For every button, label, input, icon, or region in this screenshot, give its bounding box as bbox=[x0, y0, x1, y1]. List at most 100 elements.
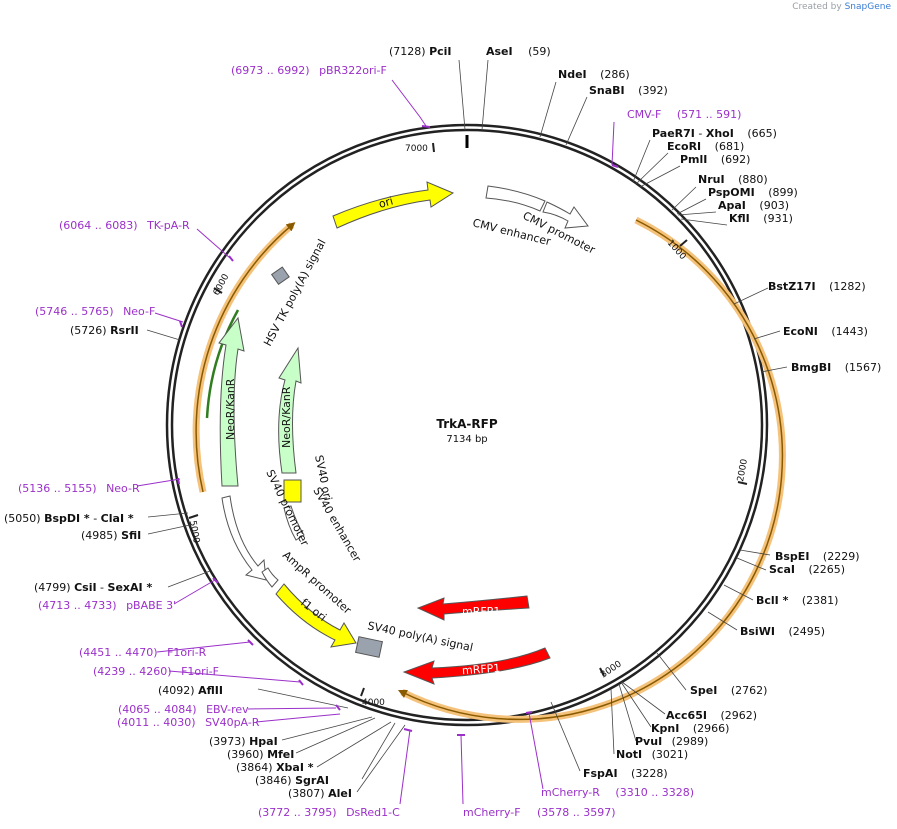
site-pspomi[interactable]: PspOMI (899) bbox=[708, 186, 798, 199]
site-apai[interactable]: ApaI (903) bbox=[718, 199, 789, 212]
site-scai[interactable]: ScaI (2265) bbox=[769, 563, 845, 576]
site-ndei[interactable]: NdeI (286) bbox=[558, 68, 630, 81]
primer-pbabe3[interactable]: (4713 .. 4733) pBABE 3' bbox=[38, 599, 176, 612]
primer-neo-r[interactable]: (5136 .. 5155) Neo-R bbox=[18, 482, 140, 495]
tick-1000 bbox=[679, 239, 688, 247]
site-sfii[interactable]: (4985) SfiI bbox=[81, 529, 141, 542]
mrfp1-label-bottom: mRFP1 bbox=[462, 662, 501, 678]
tick-3000 bbox=[599, 667, 605, 677]
site-hpai[interactable]: (3973) HpaI bbox=[209, 735, 278, 748]
site-acc65i[interactable]: Acc65I (2962) bbox=[666, 709, 757, 722]
tick-label-7000: 7000 bbox=[405, 144, 428, 154]
site-bspei[interactable]: BspEI (2229) bbox=[775, 550, 860, 563]
mrfp1-label-top: mRFP1 bbox=[462, 605, 500, 618]
orf-arc-left bbox=[192, 222, 295, 493]
tick-6000 bbox=[213, 287, 223, 294]
primer-mark-cmvf bbox=[611, 164, 619, 168]
primer-f1ori-r[interactable]: (4451 .. 4470) F1ori-R bbox=[79, 646, 207, 659]
site-rsrii[interactable]: (5726) RsrII bbox=[70, 324, 139, 337]
ampr-promoter-arrow[interactable] bbox=[261, 567, 279, 588]
orf-arc-left-core bbox=[195, 222, 296, 493]
sv40-enhancer-label: SV40 enhancer bbox=[310, 485, 363, 564]
primer-ebv-rev[interactable]: (4065 .. 4084) EBV-rev bbox=[118, 703, 249, 716]
primer-mark-f1orir bbox=[247, 639, 254, 646]
primer-mark-dsred bbox=[403, 728, 413, 732]
site-mfei[interactable]: (3960) MfeI bbox=[227, 748, 294, 761]
sv40-polya-label: SV40 poly(A) signal bbox=[366, 619, 474, 654]
site-ecori[interactable]: EcoRI (681) bbox=[667, 140, 744, 153]
site-xbai[interactable]: (3864) XbaI * bbox=[236, 761, 314, 774]
primer-mark-tkpar bbox=[228, 255, 234, 262]
cmv-enhancer-arrow[interactable] bbox=[485, 185, 546, 212]
sv40-promoter-arrow[interactable] bbox=[221, 495, 267, 581]
primer-mark-pbabe bbox=[212, 577, 219, 584]
site-csii-sexai[interactable]: (4799) CsiI - SexAI * bbox=[34, 581, 152, 594]
backbone-outer-ring bbox=[165, 123, 769, 727]
primer-mark-ebv bbox=[335, 704, 341, 711]
orf-arc-right-core bbox=[397, 219, 784, 721]
f1-ori-arrow[interactable] bbox=[275, 583, 357, 648]
site-alei[interactable]: (3807) AleI bbox=[288, 787, 352, 800]
primer-pbr322ori-f[interactable]: (6973 .. 6992) pBR322ori-F bbox=[231, 64, 387, 77]
primer-dsred1-c[interactable]: (3772 .. 3795) DsRed1-C bbox=[258, 806, 400, 819]
primer-mark-mcherryr bbox=[525, 711, 533, 714]
neokan-inner-arrow[interactable] bbox=[278, 346, 302, 474]
neokan-outer-arrow[interactable] bbox=[218, 316, 245, 487]
snapgene-watermark: Created by SnapGene bbox=[792, 2, 891, 12]
site-aflii[interactable]: (4092) AflII bbox=[158, 684, 223, 697]
tick-5000 bbox=[188, 514, 199, 519]
snapgene-brand-text: SnapGene bbox=[844, 2, 891, 12]
mrfp1-arrow-top[interactable] bbox=[416, 595, 530, 621]
primer-tk-pa-r[interactable]: (6064 .. 6083) TK-pA-R bbox=[59, 219, 190, 232]
tick-label-6000: 6000 bbox=[212, 272, 232, 297]
tick-4000 bbox=[360, 687, 365, 697]
plasmid-name: TrkA-RFP bbox=[436, 417, 497, 431]
site-pvui[interactable]: PvuI (2989) bbox=[635, 735, 708, 748]
neokan-outer-label: NeoR/KanR bbox=[224, 378, 237, 440]
neo-orf-arc bbox=[205, 309, 240, 419]
tick-label-5000: 5000 bbox=[187, 520, 201, 545]
ori-feature-label: ori bbox=[377, 194, 394, 210]
primer-mark-neor bbox=[177, 477, 180, 485]
primer-sv40pa-r[interactable]: (4011 .. 4030) SV40pA-R bbox=[117, 716, 260, 729]
mrfp1-arrow-bottom[interactable] bbox=[402, 647, 551, 685]
sv40-polya-box[interactable] bbox=[355, 636, 383, 658]
hsv-tk-polya-box[interactable] bbox=[270, 266, 290, 286]
primer-mark-neof bbox=[179, 320, 183, 328]
site-bspdi-clai[interactable]: (5050) BspDI * - ClaI * bbox=[4, 512, 134, 525]
tick-label-2000: 2000 bbox=[736, 458, 750, 483]
site-paer7i-xhoi[interactable]: PaeR7I - XhoI (665) bbox=[652, 127, 777, 140]
primer-mcherry-f[interactable]: mCherry-F bbox=[463, 806, 521, 819]
site-kpni[interactable]: KpnI (2966) bbox=[651, 722, 729, 735]
site-pmli[interactable]: PmlI (692) bbox=[680, 153, 750, 166]
primer-mcherry-r[interactable]: mCherry-R (3310 .. 3328) bbox=[541, 786, 694, 799]
site-bmgbi[interactable]: BmgBI (1567) bbox=[791, 361, 881, 374]
site-fspai[interactable]: FspAI (3228) bbox=[583, 767, 668, 780]
backbone-inner-ring bbox=[170, 128, 764, 722]
primer-cmv-f[interactable]: CMV-F (571 .. 591) bbox=[627, 108, 741, 121]
site-asei[interactable]: AseI (59) bbox=[486, 45, 551, 58]
site-bsiwi[interactable]: BsiWI (2495) bbox=[740, 625, 825, 638]
site-noti[interactable]: NotI (3021) bbox=[616, 748, 688, 761]
sv40-ori-box[interactable] bbox=[283, 479, 302, 503]
sv40-enhancer-arrow[interactable] bbox=[283, 505, 305, 541]
site-sgrai[interactable]: (3846) SgrAI bbox=[255, 774, 329, 787]
site-bcli[interactable]: BclI * (2381) bbox=[756, 594, 838, 607]
tick-7000 bbox=[432, 142, 435, 153]
ori-feature-arrow[interactable] bbox=[332, 181, 455, 229]
site-nrui[interactable]: NruI (880) bbox=[698, 173, 768, 186]
site-bstz17i[interactable]: BstZ17I (1282) bbox=[768, 280, 866, 293]
site-pcii[interactable]: (7128) PciI bbox=[389, 45, 452, 58]
primer-f1ori-f[interactable]: (4239 .. 4260) F1ori-F bbox=[93, 665, 219, 678]
site-spei[interactable]: SpeI (2762) bbox=[690, 684, 767, 697]
site-econi[interactable]: EcoNI (1443) bbox=[783, 325, 868, 338]
site-snabi[interactable]: SnaBI (392) bbox=[589, 84, 668, 97]
cmv-promoter-arrow[interactable] bbox=[542, 201, 589, 229]
tick-2000 bbox=[737, 481, 748, 485]
primer-neo-f[interactable]: (5746 .. 5765) Neo-F bbox=[35, 305, 155, 318]
plasmid-size: 7134 bp bbox=[446, 434, 487, 445]
primer-mark-f1orif bbox=[298, 679, 304, 686]
neokan-inner-label: NeoR/KanR bbox=[280, 386, 293, 448]
site-kfli[interactable]: KflI (931) bbox=[729, 212, 793, 225]
primer-range-3578[interactable]: (3578 .. 3597) bbox=[537, 806, 616, 819]
